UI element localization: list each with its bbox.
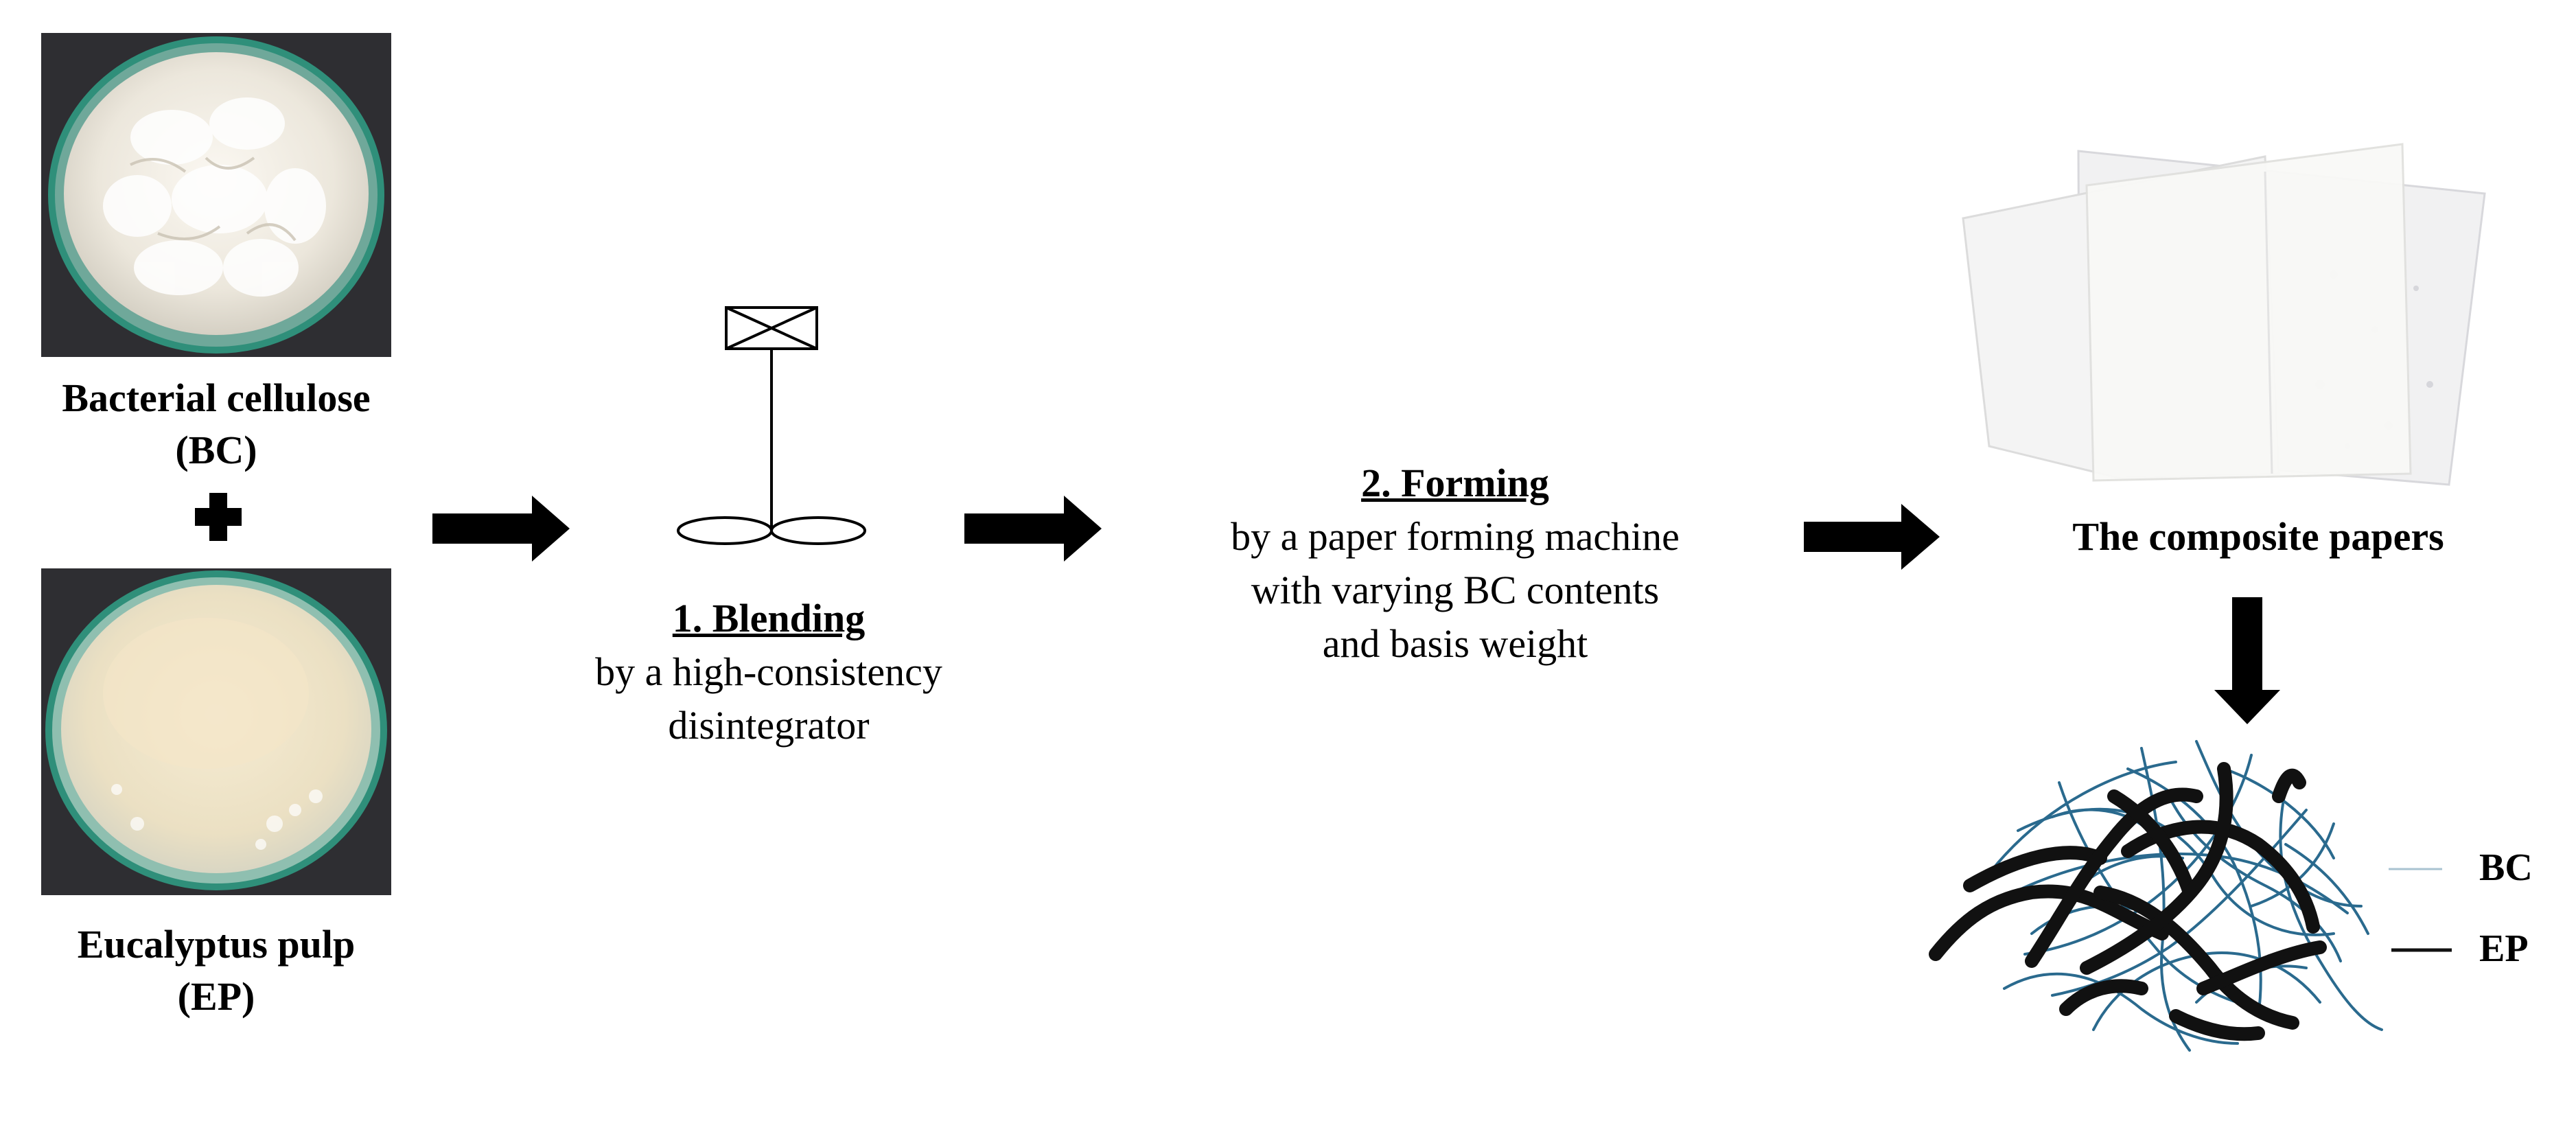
blending-step: 1. Blending by a high-consistency disint… [522, 592, 1016, 752]
bc-label: Bacterial cellulose (BC) [0, 372, 432, 476]
blending-desc-line2: disintegrator [668, 703, 870, 748]
blending-title: 1. Blending [672, 596, 866, 640]
arrow-icon [964, 496, 1102, 562]
blending-desc-line1: by a high-consistency [595, 649, 942, 694]
plus-icon [195, 493, 242, 541]
ep-label-line1: Eucalyptus pulp [77, 922, 356, 967]
forming-desc-line1: by a paper forming machine [1231, 514, 1680, 559]
forming-step: 2. Forming by a paper forming machine wi… [1139, 457, 1771, 671]
forming-title: 2. Forming [1361, 461, 1549, 505]
legend-ep-label: EP [2479, 927, 2529, 970]
forming-desc-line3: and basis weight [1322, 621, 1588, 666]
composite-papers-photo [1962, 143, 2486, 486]
ep-label: Eucalyptus pulp (EP) [0, 918, 432, 1023]
bacterial-cellulose-photo [41, 33, 391, 357]
blender-icon [677, 306, 866, 545]
ep-label-line2: (EP) [177, 974, 255, 1019]
composite-papers-label: The composite papers [2072, 514, 2444, 559]
bc-label-line1: Bacterial cellulose [62, 375, 371, 420]
forming-desc-line2: with varying BC contents [1251, 568, 1660, 612]
ep-fibers [1929, 762, 2327, 1041]
eucalyptus-pulp-photo [41, 568, 391, 895]
arrow-icon [1804, 504, 1940, 570]
legend-bc-label: BC [2479, 846, 2533, 889]
bc-label-line2: (BC) [175, 428, 257, 472]
arrow-down-icon [2214, 597, 2280, 724]
arrow-icon [432, 496, 570, 562]
fiber-network [1929, 740, 2383, 1052]
